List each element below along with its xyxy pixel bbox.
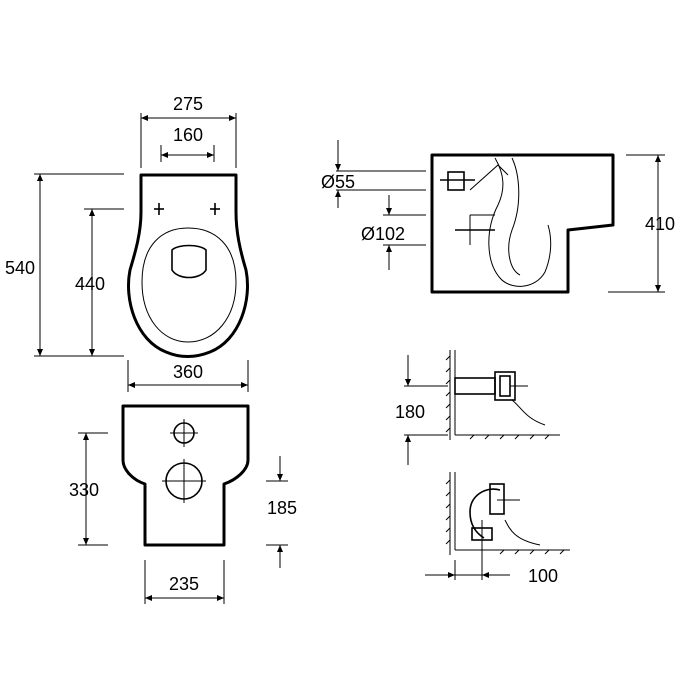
dim-d102: Ø102 xyxy=(361,195,426,270)
side-inlet xyxy=(440,171,495,245)
dim-275: 275 xyxy=(140,94,237,168)
dim-160-label: 160 xyxy=(173,125,203,145)
dim-235: 235 xyxy=(144,560,225,604)
dim-180: 180 xyxy=(395,355,448,465)
back-holes xyxy=(162,419,206,503)
dim-185: 185 xyxy=(266,456,297,568)
dim-330: 330 xyxy=(69,432,108,546)
dim-d102-label: Ø102 xyxy=(361,224,405,244)
dim-d55: Ø55 xyxy=(321,140,426,208)
bowl-outlet xyxy=(171,244,207,279)
fixing-crosses xyxy=(154,203,220,215)
dim-180-label: 180 xyxy=(395,402,425,422)
side-view: Ø55 Ø102 410 xyxy=(321,140,675,294)
dim-100-label: 100 xyxy=(528,566,558,586)
side-outline xyxy=(430,153,615,294)
dim-275-label: 275 xyxy=(173,94,203,114)
trap-curve xyxy=(488,157,552,287)
trap-curve-inner xyxy=(508,157,521,276)
dim-235-label: 235 xyxy=(169,574,199,594)
dim-440: 440 xyxy=(75,208,124,357)
dim-d55-label: Ø55 xyxy=(321,172,355,192)
dim-100: 100 xyxy=(425,560,558,586)
dim-160: 160 xyxy=(160,125,215,162)
dim-410: 410 xyxy=(608,154,675,293)
dim-410-label: 410 xyxy=(645,214,675,234)
dim-540: 540 xyxy=(5,173,124,357)
dim-185-label: 185 xyxy=(267,498,297,518)
back-view: 330 185 235 xyxy=(69,404,297,604)
dim-330-label: 330 xyxy=(69,480,99,500)
dim-360-label: 360 xyxy=(173,362,203,382)
bowl-inner-rim xyxy=(141,227,237,343)
wall-detail-floor: 100 xyxy=(425,472,570,586)
wall-detail-horizontal: 180 xyxy=(395,350,560,465)
bowl-slope xyxy=(469,164,509,191)
dim-360: 360 xyxy=(127,360,249,392)
back-outline xyxy=(121,404,250,547)
bowl-outline xyxy=(127,173,249,358)
top-view: 275 160 540 440 xyxy=(5,94,249,392)
dim-540-label: 540 xyxy=(5,258,35,278)
dim-440-label: 440 xyxy=(75,274,105,294)
